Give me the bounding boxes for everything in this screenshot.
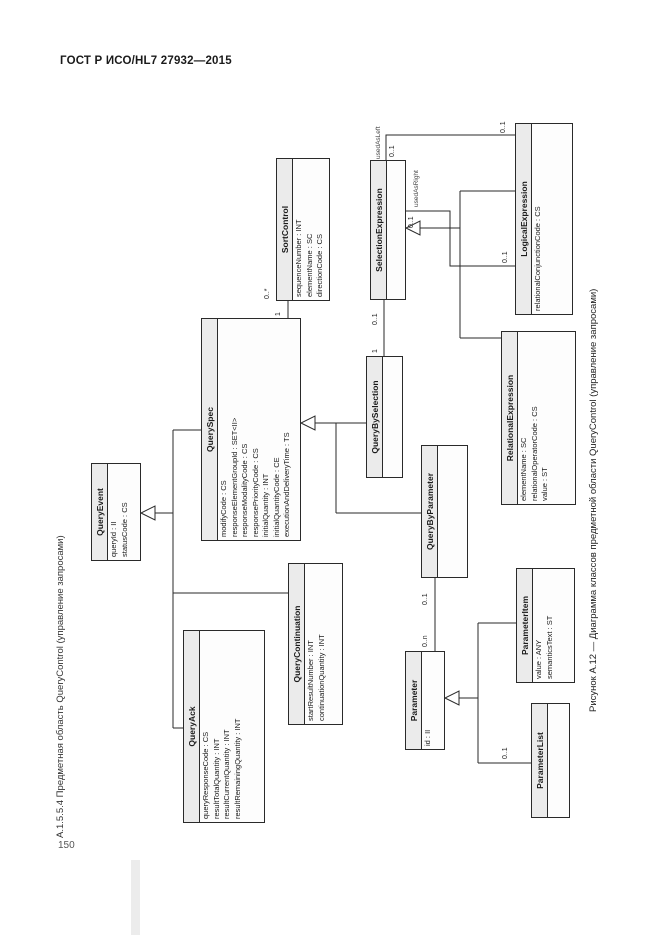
- attribute: semanticsText : ST: [544, 615, 554, 679]
- generalization-arrow: [404, 220, 421, 236]
- attribute: queryResponseCode : CS: [201, 731, 210, 819]
- attribute: resultRemainingQuantity : INT: [232, 718, 242, 819]
- multiplicity-label: 0..1: [500, 121, 507, 133]
- class-title: LogicalExpression: [516, 124, 532, 314]
- multiplicity-label: 0..1: [408, 216, 415, 228]
- scan-artifact: [131, 860, 140, 935]
- multiplicity-label: 0..1: [372, 313, 379, 325]
- uml-class-logicalexpression: LogicalExpression relationalConjunctionC…: [515, 123, 573, 315]
- attribute: startResultNumber : INT: [306, 640, 315, 721]
- role-label: usedAsRight: [413, 170, 420, 207]
- class-title: QueryByParameter: [422, 446, 438, 577]
- page-header: ГОСТ Р ИСО/HL7 27932—2015: [60, 55, 232, 67]
- class-attributes: id : II: [422, 652, 444, 749]
- attribute: value : ANY: [534, 639, 543, 679]
- uml-class-selectionexpression: SelectionExpression: [370, 160, 406, 300]
- attribute: continuationQuantity : INT: [316, 634, 326, 721]
- role-label: usedAsLeft: [375, 126, 382, 159]
- class-title: SelectionExpression: [371, 161, 387, 299]
- attribute: relationalConjunctionCode : CS: [533, 206, 542, 311]
- uml-class-parameter: Parameter id : II: [405, 651, 445, 750]
- uml-class-querycontinuation: QueryContinuation startResultNumber : IN…: [288, 563, 343, 725]
- attribute: initialQuantity : INT: [261, 473, 270, 537]
- class-attributes: [548, 704, 569, 817]
- class-title: QuerySpec: [202, 319, 218, 540]
- multiplicity-label: 1: [372, 349, 379, 353]
- attribute: id : II: [423, 729, 432, 746]
- class-title: RelationalExpression: [502, 332, 518, 504]
- attribute: responseElementGroupId : SET<II>: [229, 417, 239, 537]
- attribute: responsePriorityCode : CS: [250, 448, 260, 537]
- section-label: А.1.5.5.4 Предметная область QueryContro…: [55, 535, 66, 838]
- uml-class-querybyselection: QueryBySelection: [366, 356, 403, 478]
- attribute: responseModalityCode : CS: [240, 443, 249, 537]
- multiplicity-label: 0..1: [502, 747, 509, 759]
- multiplicity-label: 0..1: [389, 145, 396, 157]
- class-attributes: relationalConjunctionCode : CS: [532, 124, 572, 314]
- attribute: elementName : SC: [519, 437, 528, 501]
- class-title: ParameterList: [532, 704, 548, 817]
- class-title: Parameter: [406, 652, 422, 749]
- class-attributes: [387, 161, 405, 299]
- class-title: QueryEvent: [92, 464, 108, 560]
- attribute: executionAndDeliveryTime : TS: [282, 432, 291, 537]
- multiplicity-label: 0..1: [502, 251, 509, 263]
- page-number: 150: [58, 840, 75, 851]
- multiplicity-label: 0..*: [264, 288, 271, 299]
- class-title: QueryContinuation: [289, 564, 305, 724]
- class-title: SortControl: [277, 159, 293, 300]
- attribute: sequenceNumber : INT: [294, 219, 303, 297]
- attribute: resultTotalQuantity : INT: [211, 738, 221, 819]
- attribute: relationalOperatorCode : CS: [529, 406, 539, 501]
- class-title: QueryBySelection: [367, 357, 383, 477]
- uml-class-parameterlist: ParameterList: [531, 703, 570, 818]
- class-attributes: [438, 446, 467, 577]
- uml-connectors: [139, 134, 531, 764]
- attribute: modifyCode : CS: [219, 480, 228, 537]
- multiplicity-label: 1: [275, 312, 282, 316]
- attribute: resultCurrentQuantity : INT: [222, 729, 231, 819]
- attribute: value : ST: [540, 467, 549, 501]
- class-attributes: [383, 357, 402, 477]
- attribute: queryId : II: [109, 521, 118, 557]
- attribute: statusCode : CS: [119, 502, 129, 557]
- class-title: ParameterItem: [517, 569, 533, 682]
- generalization-arrow: [443, 690, 460, 706]
- attribute: directionCode : CS: [315, 234, 324, 297]
- attribute: elementName : SC: [304, 233, 314, 297]
- multiplicity-label: 0..1: [422, 593, 429, 605]
- generalization-arrow: [299, 415, 316, 431]
- attribute: initialQuantityCode : CE: [271, 457, 281, 537]
- uml-class-querybyparameter: QueryByParameter: [421, 445, 468, 578]
- class-title: QueryAck: [184, 631, 200, 822]
- multiplicity-label: 0..n: [422, 635, 429, 647]
- generalization-arrow: [139, 505, 156, 521]
